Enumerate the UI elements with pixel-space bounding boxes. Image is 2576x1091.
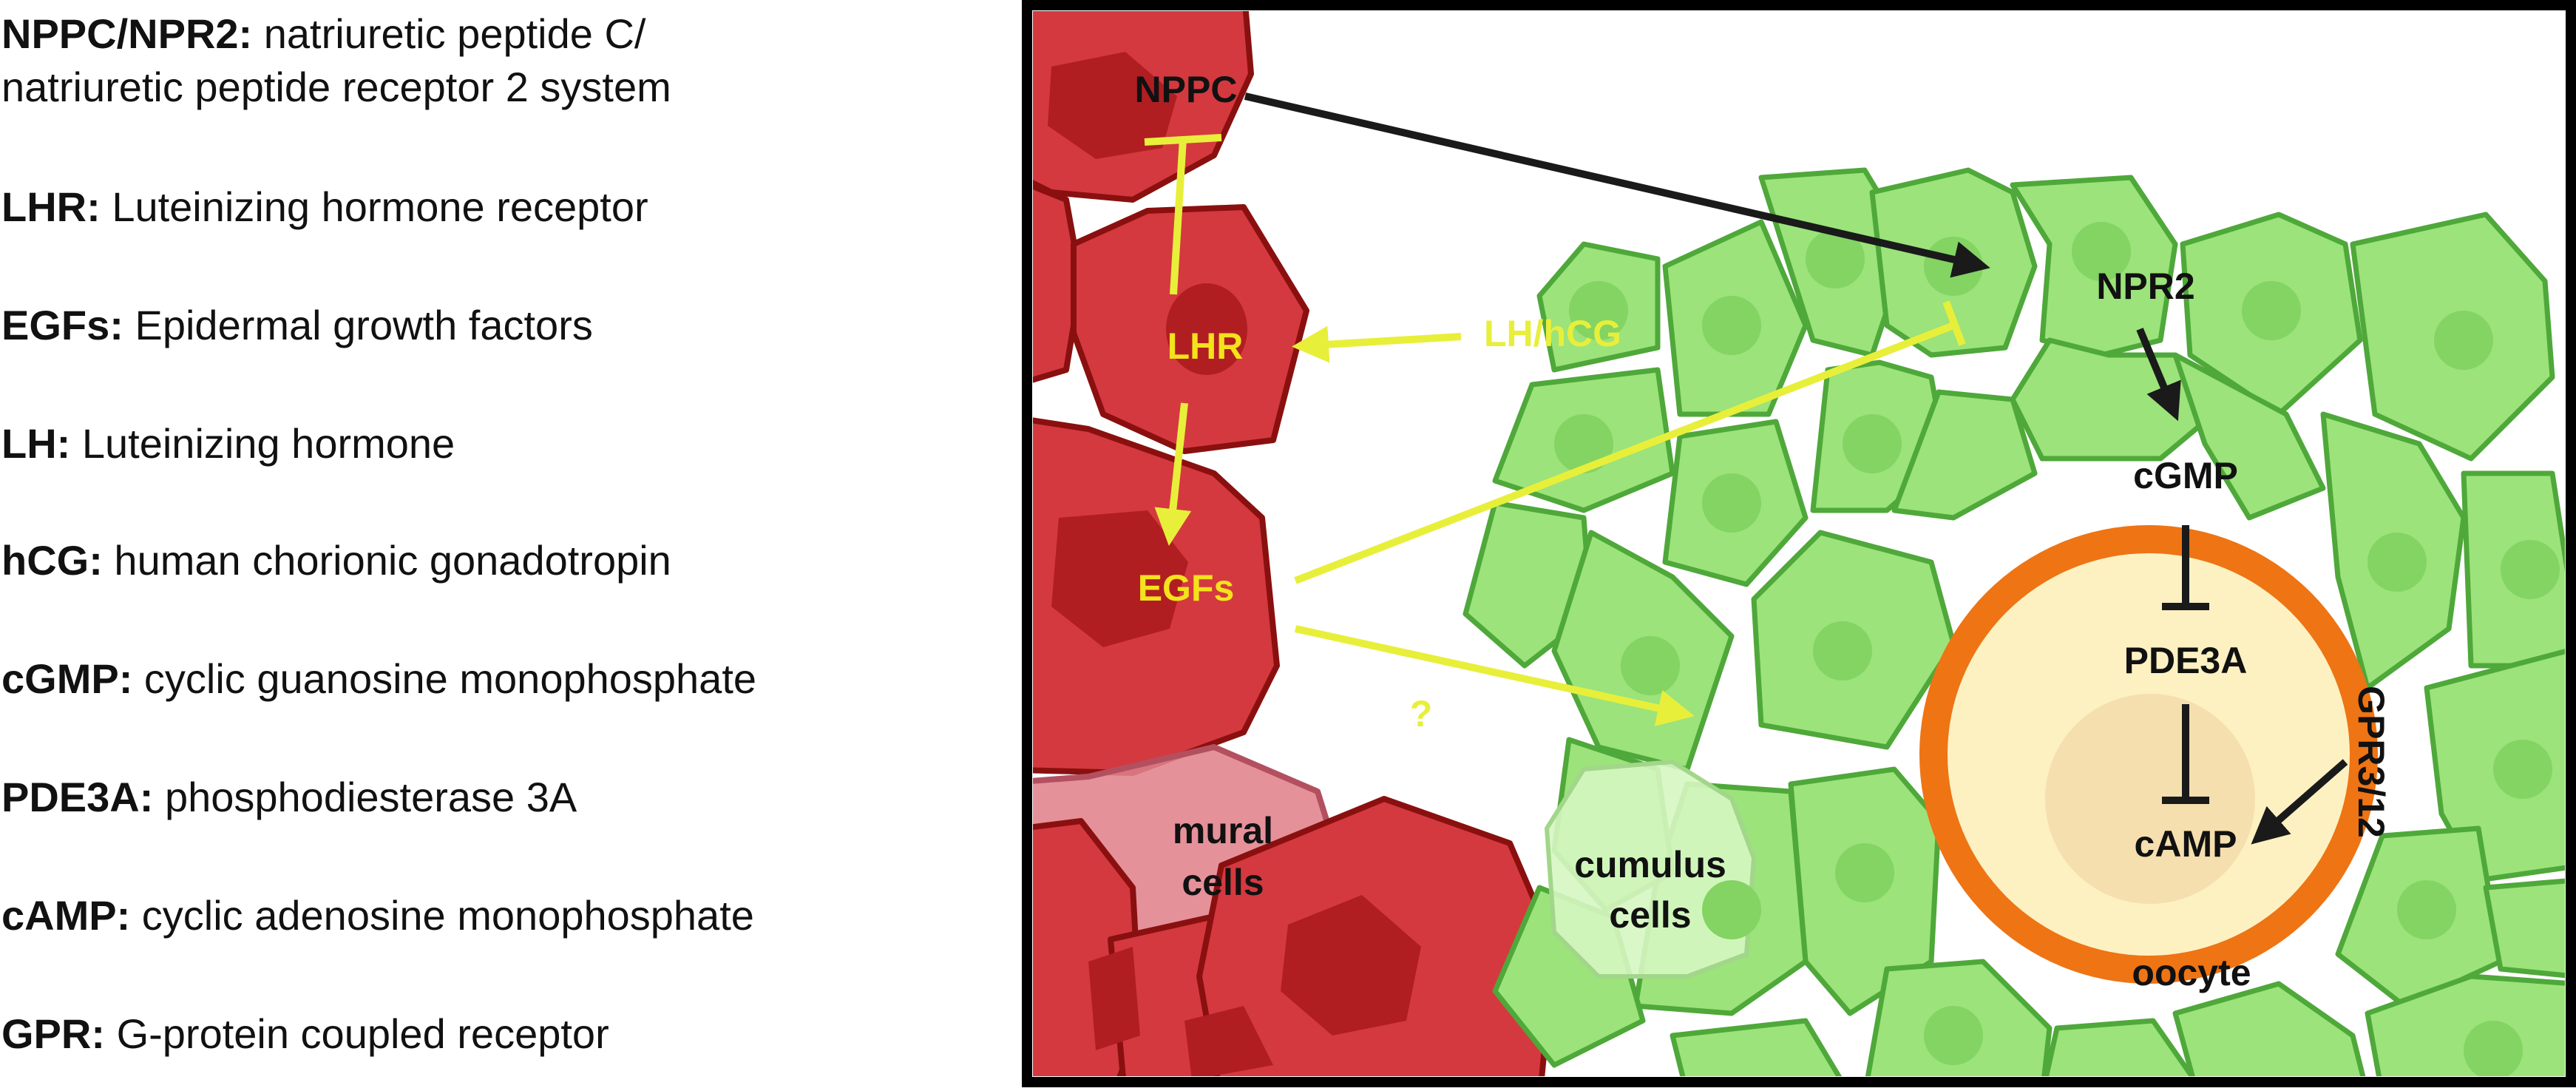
legend-term: hCG: xyxy=(1,537,103,584)
nucleus xyxy=(2072,222,2131,281)
arrow-lhr-to-egfs xyxy=(1154,402,1192,546)
cumulus-cell xyxy=(2172,352,2326,521)
legend-term: cAMP: xyxy=(1,892,131,939)
label-npr2: NPR2 xyxy=(2096,266,2194,307)
diagram-canvas: NPPC LHR LH/hCG EGFs ? mural cells cumul… xyxy=(1022,0,2576,1087)
nucleus xyxy=(1048,52,1177,159)
label-cgmp: cGMP xyxy=(2133,455,2238,496)
legend-term: cGMP: xyxy=(1,655,133,702)
label-oocyte: oocyte xyxy=(2132,952,2251,993)
arrow-gpr-to-camp xyxy=(2251,759,2348,845)
nucleus xyxy=(2242,281,2301,340)
label-lhr: LHR xyxy=(1167,325,1244,367)
legend-desc: G-protein coupled receptor xyxy=(116,1010,609,1057)
cumulus-label-cell xyxy=(1544,759,1757,979)
label-camp: cAMP xyxy=(2135,823,2237,865)
nucleus xyxy=(1569,281,1628,340)
arrow-npr2-to-cgmp xyxy=(2136,328,2181,422)
nucleus xyxy=(1702,473,1761,533)
label-cumulus-line2: cells xyxy=(1609,894,1691,936)
nucleus xyxy=(1088,947,1140,1050)
cumulus-cell xyxy=(1891,389,2038,521)
legend-desc: cyclic guanosine monophosphate xyxy=(143,655,757,702)
legend-desc: cyclic adenosine monophosphate xyxy=(141,892,754,939)
inhibit-bar xyxy=(1942,300,1966,346)
legend-term: LH: xyxy=(1,420,71,467)
follicle-diagram: NPPC LHR LH/hCG EGFs ? mural cells cumul… xyxy=(1022,0,2576,1087)
legend-desc: natriuretic peptide receptor 2 system xyxy=(1,64,671,110)
inhibit-lhr-nppc xyxy=(1170,138,1187,295)
nucleus xyxy=(1051,510,1188,647)
red-cell-nuclei xyxy=(1048,52,1421,1076)
arrow-egfs-to-cumulus xyxy=(1294,625,1695,726)
diagram-frame xyxy=(1022,0,2576,1087)
nucleus xyxy=(1702,296,1761,355)
label-mural-line1: mural xyxy=(1173,810,1273,851)
legend-item-lh: LH: Luteinizing hormone xyxy=(1,417,455,470)
black-arrows xyxy=(1244,92,2348,845)
legend-term: LHR: xyxy=(1,183,101,230)
nucleus xyxy=(1554,414,1613,473)
legend-term: EGFs: xyxy=(1,302,123,348)
arrow-nppc-to-npr2 xyxy=(1244,92,1990,278)
cumulus-cell xyxy=(2043,1018,2195,1076)
nucleus xyxy=(1281,895,1421,1036)
cumulus-cell xyxy=(1670,1018,1843,1076)
nucleus xyxy=(2464,1021,2523,1076)
yellow-arrows xyxy=(1144,134,1966,726)
legend-item-nppc-npr2: NPPC/NPR2: natriuretic peptide C/ xyxy=(1,7,645,61)
label-question: ? xyxy=(1410,693,1433,734)
nucleus xyxy=(1806,229,1865,288)
nucleus xyxy=(1835,843,1894,902)
legend-item-egfs: EGFs: Epidermal growth factors xyxy=(1,299,593,352)
legend-item-gpr: GPR: G-protein coupled receptor xyxy=(1,1007,609,1061)
legend-item-camp: cAMP: cyclic adenosine monophosphate xyxy=(1,889,754,942)
nucleus xyxy=(1924,1006,1983,1065)
legend-desc: phosphodiesterase 3A xyxy=(164,774,577,820)
nucleus xyxy=(1184,1006,1273,1076)
legend-item-pde3a: PDE3A: phosphodiesterase 3A xyxy=(1,771,577,824)
label-gpr: GPR3/12 xyxy=(2350,686,2392,838)
label-cumulus-line1: cumulus xyxy=(1574,844,1726,885)
nucleus xyxy=(1166,283,1247,375)
nucleus xyxy=(2367,533,2427,592)
legend-term: PDE3A: xyxy=(1,774,154,820)
legend-desc: natriuretic peptide C/ xyxy=(263,10,646,57)
legend-desc: Epidermal growth factors xyxy=(135,302,593,348)
nucleus xyxy=(2501,540,2560,599)
legend: NPPC/NPR2: natriuretic peptide C/ natriu… xyxy=(0,0,1006,1087)
legend-item-nppc-npr2-cont: natriuretic peptide receptor 2 system xyxy=(1,61,671,114)
legend-item-cgmp: cGMP: cyclic guanosine monophosphate xyxy=(1,652,756,706)
legend-desc: Luteinizing hormone xyxy=(81,420,455,467)
legend-item-hcg: hCG: human chorionic gonadotropin xyxy=(1,534,671,587)
nucleus xyxy=(1702,880,1761,939)
label-pde3a: PDE3A xyxy=(2124,640,2248,681)
inhibit-bar xyxy=(1144,134,1222,146)
oocyte-nucleus xyxy=(2045,694,2255,904)
label-egfs: EGFs xyxy=(1138,567,1235,609)
cumulus-cell xyxy=(2172,981,2366,1076)
cumulus-cell-nuclei xyxy=(1554,222,2560,1076)
legend-desc: Luteinizing hormone receptor xyxy=(112,183,648,230)
label-lh-hcg: LH/hCG xyxy=(1484,313,1621,354)
nucleus xyxy=(2397,880,2456,939)
label-mural-line2: cells xyxy=(1182,862,1264,903)
label-nppc: NPPC xyxy=(1135,69,1238,110)
nucleus xyxy=(2434,311,2493,370)
legend-term: NPPC/NPR2: xyxy=(1,10,253,57)
inhibit-egfs-npr2 xyxy=(1294,322,1955,584)
nucleus xyxy=(2493,740,2552,799)
legend-desc: human chorionic gonadotropin xyxy=(114,537,671,584)
nucleus xyxy=(1813,621,1872,680)
legend-term: GPR: xyxy=(1,1010,105,1057)
cumulus-cell xyxy=(2483,878,2565,979)
legend-item-lhr: LHR: Luteinizing hormone receptor xyxy=(1,180,648,234)
nucleus xyxy=(1621,636,1680,695)
arrow-lhhcg-to-lhr xyxy=(1292,325,1462,363)
nucleus xyxy=(1843,414,1902,473)
